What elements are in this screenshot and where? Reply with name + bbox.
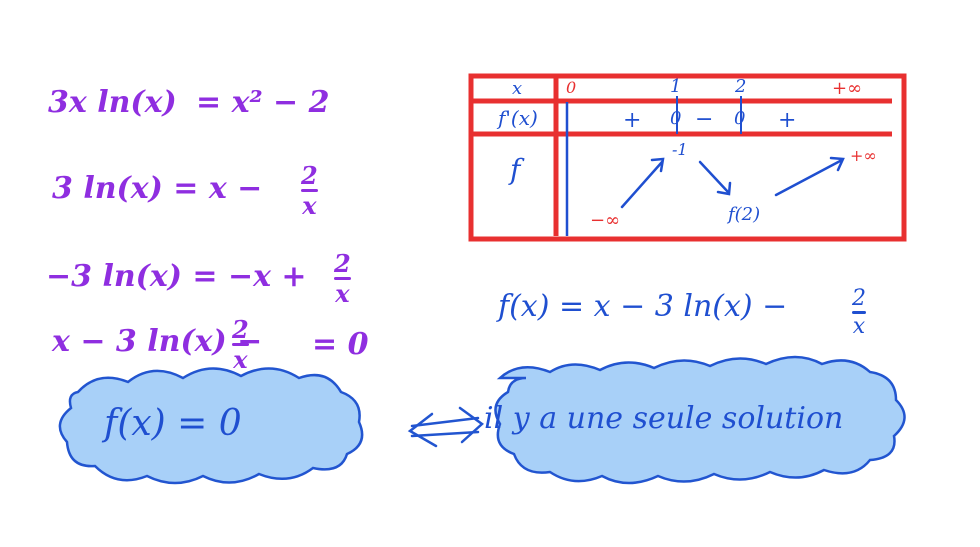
f-value-plus-inf: +∞ xyxy=(850,146,877,165)
increasing-arrow xyxy=(774,158,844,197)
x-value-2: 2 xyxy=(735,76,747,97)
eq3-numerator: 2 xyxy=(334,249,351,278)
sign-minus: − xyxy=(695,107,714,132)
sign-plus-2: + xyxy=(778,108,797,133)
right-cloud xyxy=(494,355,906,485)
eq1-right: = x² − 2 xyxy=(196,85,330,120)
eq2-fraction: 2 x xyxy=(301,164,318,218)
eq3-denominator: x xyxy=(335,279,350,308)
x-value-1: 1 xyxy=(670,76,682,97)
x-value-inf: +∞ xyxy=(832,78,863,99)
row-f-label: f xyxy=(510,153,521,186)
f-value-at-1: -1 xyxy=(672,140,688,159)
eq2-denominator: x xyxy=(302,191,317,220)
definition-numerator: 2 xyxy=(852,286,866,311)
x-value-0: 0 xyxy=(566,78,577,97)
eq2-left: 3 ln(x) = x − xyxy=(52,171,263,206)
function-definition: f(x) = x − 3 ln(x) − xyxy=(498,289,788,324)
zero-marker-1: 0 xyxy=(670,108,682,129)
final-equation: f(x) = 0 xyxy=(104,403,242,444)
eq4-fraction: 2 x xyxy=(232,318,249,372)
eq4-left: x − 3 ln(x) − xyxy=(52,324,263,359)
eq2-numerator: 2 xyxy=(301,161,318,190)
eq3-left: −3 ln(x) = −x + xyxy=(46,259,307,294)
sign-plus-1: + xyxy=(623,108,642,133)
double-arrow-icon xyxy=(407,406,484,448)
eq4-right: = 0 xyxy=(312,327,369,362)
row-fprime-label: f'(x) xyxy=(498,106,538,130)
eq4-numerator: 2 xyxy=(232,315,249,344)
f-value-minus-inf: −∞ xyxy=(590,210,621,231)
eq3-fraction: 2 x xyxy=(334,252,351,306)
decreasing-arrow xyxy=(698,160,730,194)
eq4-denominator: x xyxy=(233,345,248,374)
definition-denominator: x xyxy=(852,314,866,339)
left-cloud xyxy=(58,367,364,485)
table-border xyxy=(468,73,907,242)
eq1-left: 3x ln(x) xyxy=(48,85,177,120)
zero-marker-2: 0 xyxy=(734,108,746,129)
f-value-at-2: f(2) xyxy=(728,204,761,225)
row-x-label: x xyxy=(512,78,523,99)
conclusion-text: il y a une seule solution xyxy=(484,401,844,436)
definition-fraction: 2 x xyxy=(852,288,866,338)
increasing-arrow xyxy=(620,160,664,209)
